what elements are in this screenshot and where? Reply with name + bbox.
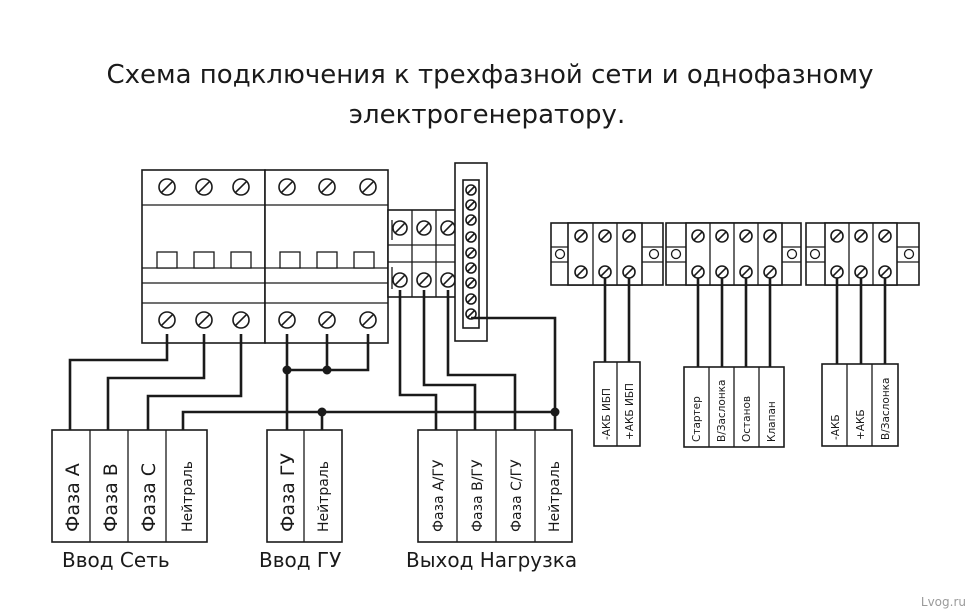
control-label-air-damper-2: В/Заслонка [880,378,892,440]
screw-terminal-icon [691,229,705,243]
neutral-bus-bar [454,162,488,342]
screw-terminal-icon [416,220,432,236]
control-block-2: Стартер В/Заслонка Останов Клапан [665,222,802,448]
screw-terminal-icon [739,265,753,279]
group-label-input-generator: Ввод ГУ [259,548,341,572]
screw-terminal-icon [598,229,612,243]
output-load-box [417,429,573,543]
screw-terminal-icon [878,265,892,279]
group-label-output-load: Выход Нагрузка [406,548,577,572]
screw-terminal-icon [440,272,456,288]
circuit-breakers [141,169,389,344]
screw-terminal-icon [278,311,296,329]
screw-terminal-icon [392,220,408,236]
screw-terminal-icon [465,247,477,259]
control-block-3: -АКБ +АКБ В/Заслонка [805,222,920,447]
screw-terminal-icon [465,184,477,196]
screw-terminal-icon [440,220,456,236]
screw-terminal-icon [715,229,729,243]
control-block-1: -АКБ ИБП +АКБ ИБП [550,222,664,447]
group-input-network: Фаза А Фаза В Фаза С Нейтраль Ввод Сеть [51,429,208,572]
screw-terminal-icon [854,229,868,243]
screw-terminal-icon [158,311,176,329]
control-label-akb-minus: -АКБ [830,414,842,440]
terminal-label-phase-b-gu: Фаза В/ГУ [470,459,486,532]
screw-terminal-icon [739,229,753,243]
screw-terminal-icon [763,229,777,243]
screw-terminal-icon [574,265,588,279]
screw-terminal-icon [195,311,213,329]
screw-terminal-icon [359,311,377,329]
screw-terminal-icon [278,178,296,196]
control-screws [574,229,892,279]
screw-terminal-icon [465,293,477,305]
control-label-akb-plus: +АКБ [855,409,867,440]
screw-terminal-icon [465,214,477,226]
title-line-2: электрогенератору. [349,100,625,130]
breaker-handles [156,251,375,269]
terminal-label-phase-c: Фаза С [138,463,160,532]
screw-terminal-icon [195,178,213,196]
control-terminal-blocks: -АКБ ИБП +АКБ ИБП Стартер В/Заслонка Ост… [550,222,920,448]
screw-terminal-icon [878,229,892,243]
terminal-label-phase-c-gu: Фаза С/ГУ [509,459,525,532]
breaker-screws [158,178,377,329]
screw-terminal-icon [830,229,844,243]
distribution-terminal-block [387,209,461,298]
screw-terminal-icon [416,272,432,288]
screw-terminal-icon [232,178,250,196]
screw-terminal-icon [691,265,705,279]
input-network-box [51,429,208,543]
screw-terminal-icon [232,311,250,329]
control-label-stop: Останов [741,396,753,442]
terminal-label-phase-a: Фаза А [62,463,84,532]
screw-terminal-icon [392,272,408,288]
screw-terminal-icon [465,199,477,211]
group-output-load: Фаза А/ГУ Фаза В/ГУ Фаза С/ГУ Нейтраль В… [406,429,577,572]
screw-terminal-icon [359,178,377,196]
screw-terminal-icon [465,262,477,274]
group-label-input-network: Ввод Сеть [62,548,170,572]
terminal-label-neutral: Нейтраль [180,461,196,532]
control-label-akb-ibp-minus: -АКБ ИБП [601,388,613,440]
screw-terminal-icon [763,265,777,279]
control-label-starter: Стартер [691,396,703,442]
title-line-1: Схема подключения к трехфазной сети и од… [106,60,873,90]
screw-terminal-icon [465,231,477,243]
terminal-label-neutral-load: Нейтраль [547,461,563,532]
control-label-valve: Клапан [766,401,778,442]
terminal-label-phase-gu: Фаза ГУ [277,453,299,532]
screw-terminal-icon [622,265,636,279]
watermark: Lvog.ru [921,595,966,609]
control-label-air-damper: В/Заслонка [716,380,728,442]
control-label-akb-ibp-plus: +АКБ ИБП [624,383,636,440]
terminal-label-phase-b: Фаза В [100,463,122,532]
screw-terminal-icon [854,265,868,279]
junction-dots [282,365,560,417]
screw-terminal-icon [715,265,729,279]
screw-terminal-icon [318,178,336,196]
screw-terminal-icon [158,178,176,196]
screw-terminal-icon [465,277,477,289]
terminal-label-neutral-gu: Нейтраль [316,461,332,532]
group-input-generator: Фаза ГУ Нейтраль Ввод ГУ [259,429,343,572]
screw-terminal-icon [574,229,588,243]
screw-terminal-icon [830,265,844,279]
screw-terminal-icon [318,311,336,329]
screw-terminal-icon [622,229,636,243]
terminal-label-phase-a-gu: Фаза А/ГУ [431,459,447,532]
screw-terminal-icon [598,265,612,279]
